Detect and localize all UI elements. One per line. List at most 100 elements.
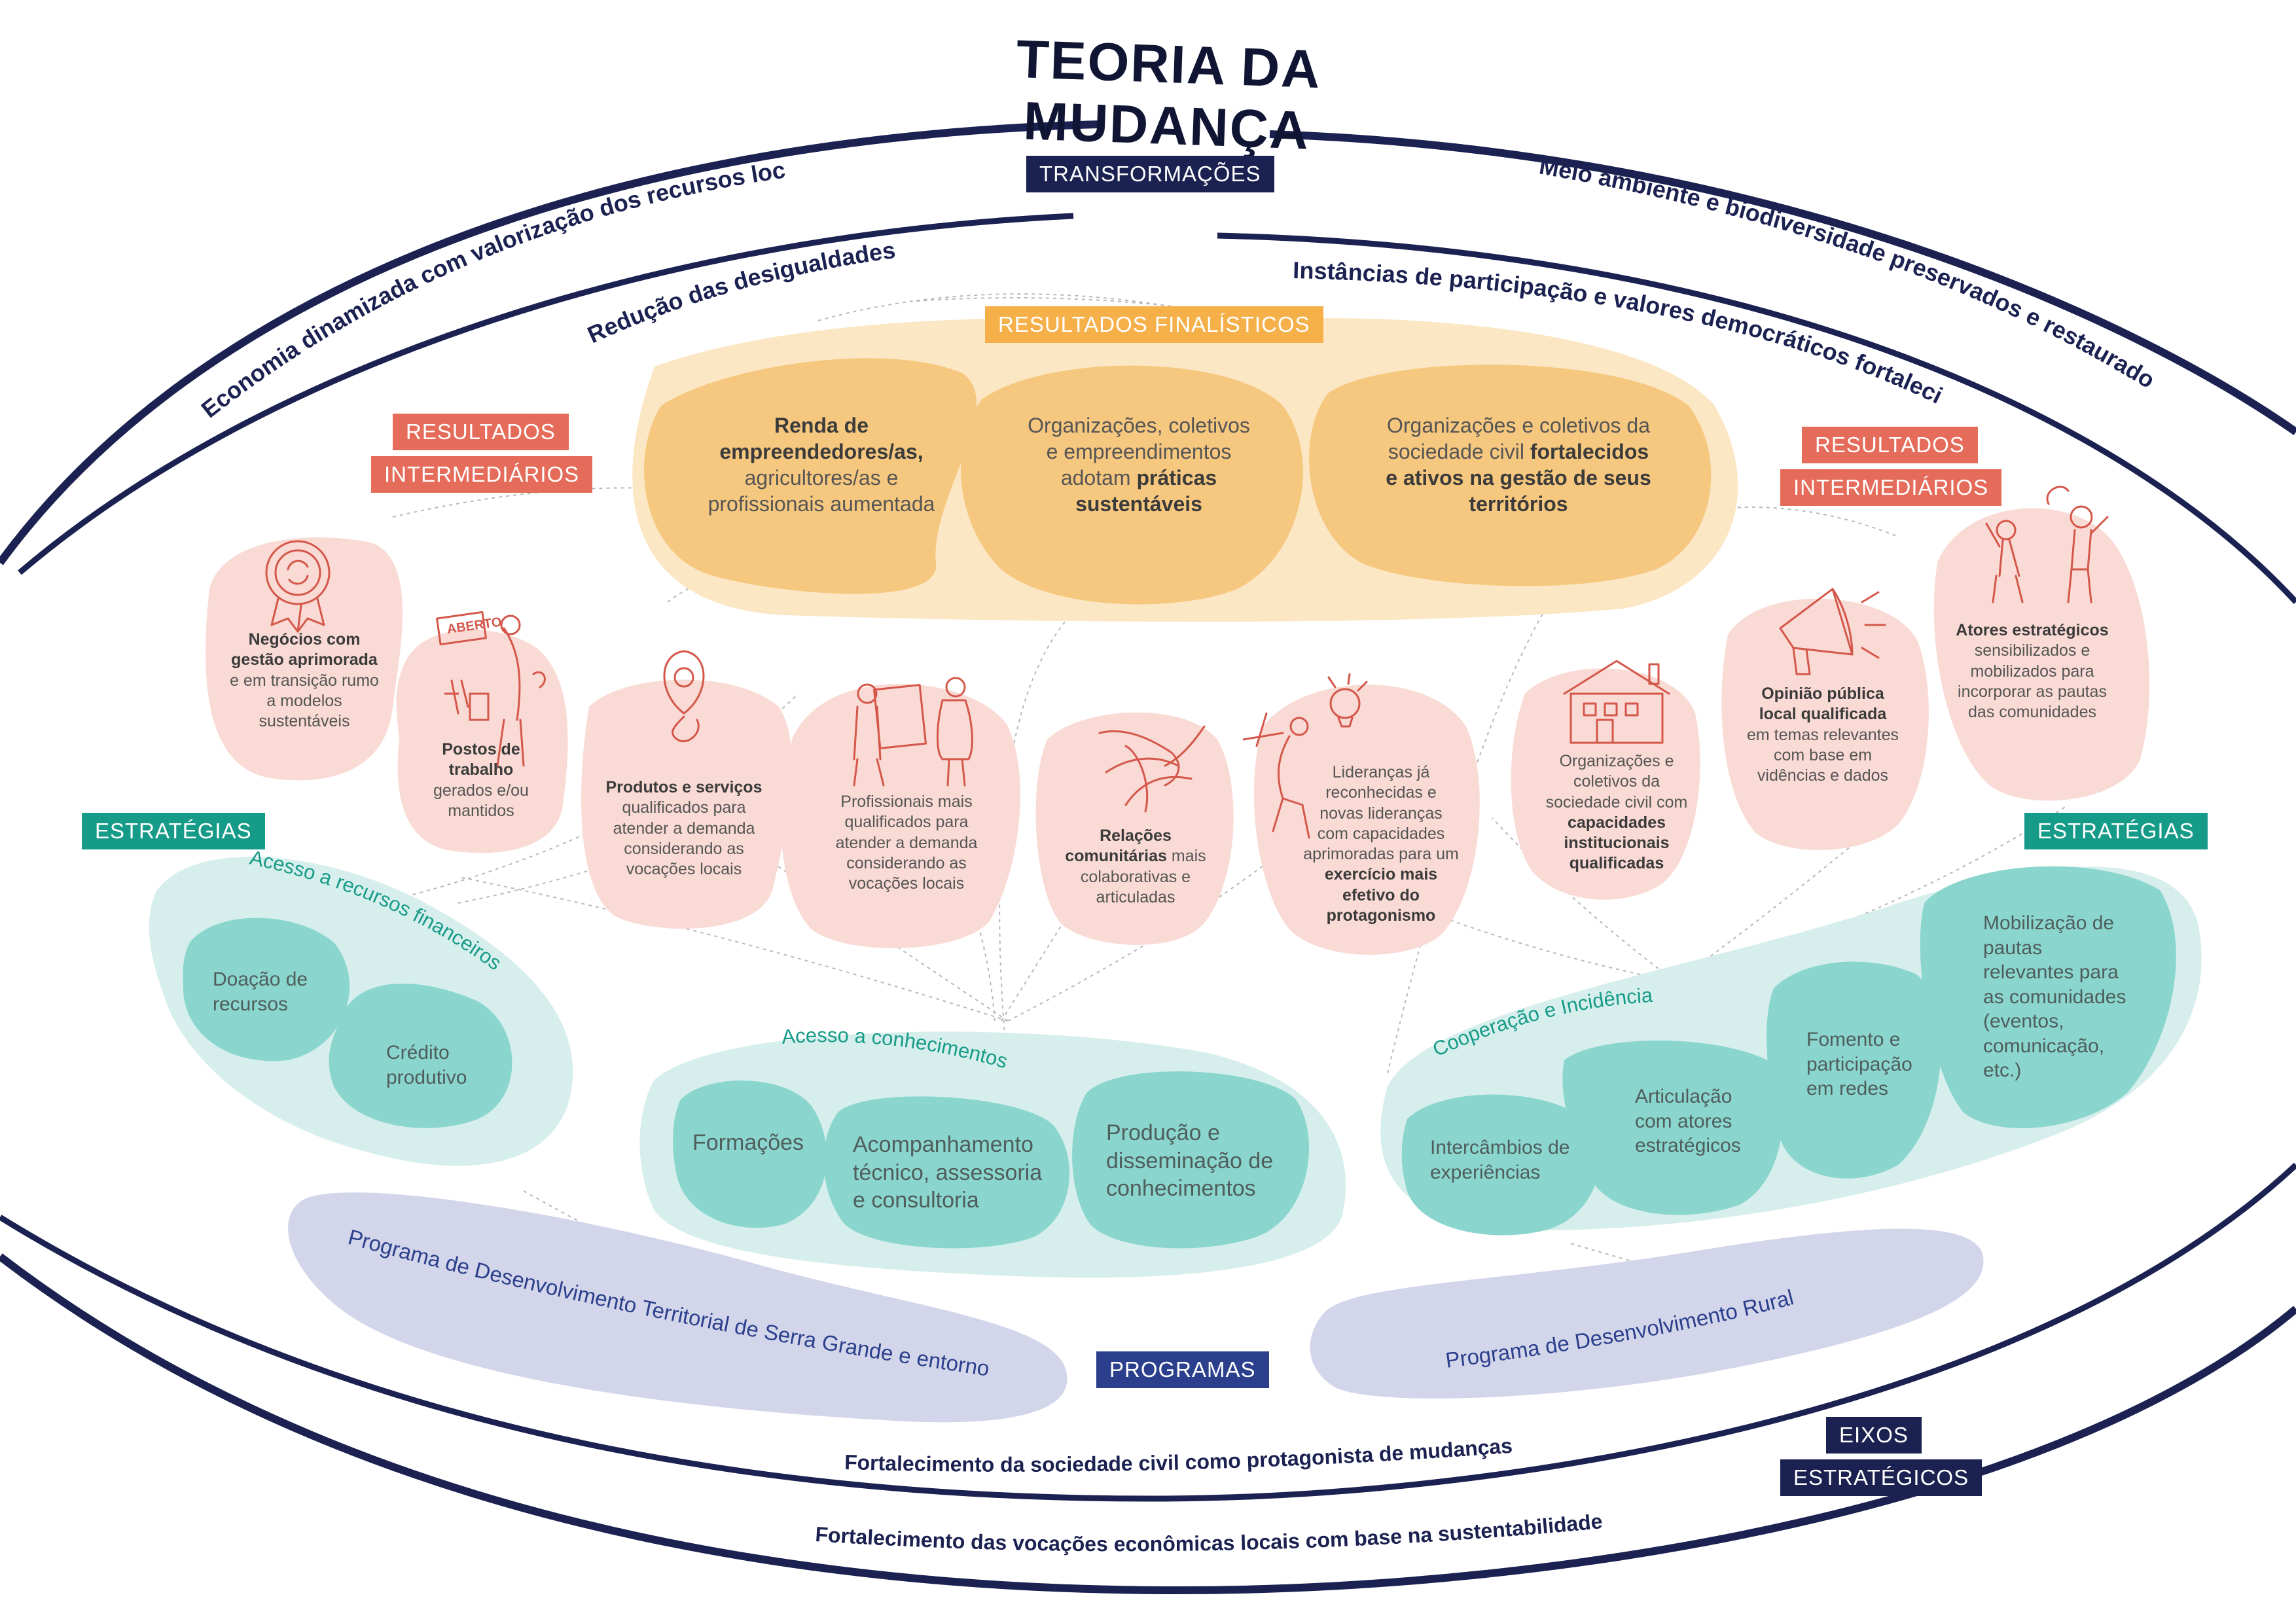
intermediate-negocios-bold: Negócios com gestão aprimorada [231, 630, 378, 669]
blob-organizacoes [1309, 365, 1712, 586]
intermediate-profissionais-rest: Profissionais mais qualificados para ate… [835, 793, 978, 893]
transformation-economia: Economia dinamizada com valorização dos … [0, 0, 787, 423]
intermediate-org-civil: Organizações e coletivos da sociedade ci… [1538, 751, 1695, 874]
intermediate-atores-bold: Atores estratégicos [1956, 621, 2109, 639]
blob-renda [644, 358, 977, 594]
recycle-badge-icon [265, 540, 331, 633]
program-blob-serra [288, 1192, 1067, 1423]
intermediate-postos: Postos de trabalho gerados e/ou mantidos [412, 740, 550, 821]
intermediate-relacoes: Relações comunitárias mais colaborativas… [1057, 826, 1214, 908]
strategy-item-fomento: Fomento e participação em redes [1806, 1029, 1912, 1099]
intermediate-atores-rest: sensibilizados e mobilizados para incorp… [1958, 641, 2107, 721]
outer-arc-top-right [1269, 130, 2296, 435]
intermediate-produtos-bold: Produtos e serviços [605, 778, 762, 796]
axis-vocacoes: Fortalecimento das vocações econômicas l… [815, 1509, 1604, 1556]
blob-fomento [1767, 961, 1941, 1179]
page-title: TEORIA DA MUDANÇA [1015, 29, 1323, 161]
outer-arc-bottom-1 [0, 1162, 2296, 1502]
intermediate-org-civil-pre: Organizações e coletivos da sociedade ci… [1545, 752, 1688, 812]
program-blob-rural [1310, 1228, 1984, 1399]
tag-estrategias-left: ESTRATÉGIAS [82, 813, 265, 849]
house-icon [1563, 660, 1670, 744]
final-result-praticas: Organizações, coletivos e empreendimento… [1021, 412, 1257, 517]
professionals-icon [853, 677, 973, 787]
frame-arcs [0, 120, 2296, 1595]
blob-atores [1933, 508, 2150, 801]
final-result-organizacoes-pre: Organizações e coletivos da sociedade ci… [1387, 414, 1650, 463]
final-result-organizacoes-bold: fortalecidos e ativos na gestão de seus … [1386, 440, 1651, 516]
blob-negocios [206, 537, 403, 781]
blob-opiniao [1721, 598, 1929, 850]
tag-intermediarios-left: INTERMEDIÁRIOS [371, 456, 593, 493]
blob-intercambios [1401, 1094, 1600, 1236]
blob-producao [1072, 1071, 1309, 1249]
blob-relacoes [1035, 712, 1234, 945]
intermediate-negocios-rest: e em transição rumo a modelos sustentáve… [230, 671, 379, 731]
megaphone-icon [1779, 588, 1886, 675]
final-result-organizacoes: Organizações e coletivos da sociedade ci… [1381, 412, 1656, 517]
blob-profissionais [781, 684, 1020, 948]
leader-lightbulb-icon [1242, 673, 1368, 839]
intermediate-liderancas-bold: exercício mais efetivo do protagonismo [1324, 865, 1438, 925]
outer-arc-top-left [0, 120, 1100, 565]
intermediate-profissionais: Profissionais mais qualificados para ate… [818, 792, 995, 894]
blob-org-civil [1511, 668, 1700, 900]
tag-resultados-left: RESULTADOS [393, 414, 569, 450]
inner-arc-top-left [18, 213, 1074, 575]
strategy-item-credito: Crédito produtivo [386, 1042, 467, 1088]
blob-formacoes [673, 1080, 827, 1228]
location-pin-icon [663, 650, 705, 743]
blob-liderancas [1253, 685, 1480, 955]
intermediate-liderancas: Lideranças já reconhecidas e novas lider… [1302, 762, 1460, 926]
intermediate-opiniao-rest: em temas relevantes com base em vidência… [1746, 725, 1899, 785]
intermediate-produtos-rest: qualificados para atender a demanda cons… [613, 798, 755, 878]
intermediate-relacoes-bold: Relações comunitárias [1065, 827, 1172, 866]
shop-owner-icon [436, 611, 546, 767]
strategy-item-producao: Produção e disseminação de conhecimentos [1106, 1120, 1274, 1201]
intermediate-opiniao-bold: Opinião pública local qualificada [1759, 685, 1887, 724]
intermediate-postos-rest: gerados e/ou mantidos [433, 781, 529, 820]
tag-eixos: EIXOS [1826, 1417, 1922, 1454]
axis-sociedade-civil: Fortalecimento da sociedade civil como p… [844, 1434, 1513, 1476]
tag-resultados-finalisticos: RESULTADOS FINALÍSTICOS [985, 306, 1323, 343]
blob-praticas [960, 365, 1303, 605]
blob-doacao [183, 918, 350, 1061]
svg-text:Fortalecimento da sociedade ci: Fortalecimento da sociedade civil como p… [844, 1434, 1513, 1476]
intermediate-negocios: Negócios com gestão aprimorada e em tran… [226, 630, 383, 732]
strategy-item-doacao: Doação de recursos [213, 969, 308, 1015]
blob-mobilizacao [1920, 866, 2176, 1128]
tag-intermediarios-right: INTERMEDIÁRIOS [1780, 469, 2002, 506]
tag-programas: PROGRAMAS [1096, 1351, 1269, 1388]
svg-text:Fortalecimento das vocações ec: Fortalecimento das vocações econômicas l… [815, 1509, 1604, 1556]
final-result-renda-bold: Renda de empreendedores/as, [719, 414, 924, 463]
inner-arc-top-right [1217, 232, 2296, 605]
final-result-renda-rest: agricultores/as e profissionais aumentad… [708, 466, 935, 516]
strategy-item-articulacao: Articulação com atores estratégicos [1635, 1086, 1741, 1156]
tag-estrategicos: ESTRATÉGICOS [1780, 1459, 1982, 1496]
hands-together-icon [1098, 725, 1206, 813]
blob-acompanhamento [823, 1096, 1069, 1249]
tag-estrategias-right: ESTRATÉGIAS [2024, 813, 2208, 849]
tag-transformacoes: TRANSFORMAÇÕES [1026, 156, 1274, 192]
strategy-item-acompanhamento: Acompanhamento técnico, assessoria e con… [853, 1132, 1043, 1213]
final-result-renda: Renda de empreendedores/as, agricultores… [694, 412, 949, 517]
intermediate-postos-bold: Postos de trabalho [442, 740, 520, 779]
final-result-praticas-pre: Organizações, coletivos e empreendimento… [1028, 414, 1250, 490]
intermediate-produtos: Produtos e serviços qualificados para at… [602, 777, 766, 880]
intermediate-relacoes-rest: mais colaborativas e articuladas [1080, 847, 1206, 906]
blob-articulacao [1562, 1041, 1783, 1215]
final-result-praticas-bold: práticas sustentáveis [1075, 466, 1217, 516]
blob-credito [329, 983, 512, 1128]
strategy-item-intercambios: Intercâmbios de experiências [1430, 1137, 1570, 1183]
outer-arc-bottom-2 [0, 1253, 2296, 1595]
intermediate-atores: Atores estratégicos sensibilizados e mob… [1950, 620, 2114, 722]
intermediate-blobs [206, 508, 2150, 955]
intermediate-org-civil-bold: capacidades institucionais qualificadas [1564, 813, 1670, 873]
blob-postos [396, 630, 568, 853]
strategy-item-mobilizacao: Mobilização de pautas relevantes para as… [1983, 912, 2126, 1081]
people-waving-icon [1985, 486, 2109, 603]
blob-produtos [581, 679, 792, 929]
tag-resultados-right: RESULTADOS [1802, 427, 1978, 463]
svg-text:Economia dinamizada com valori: Economia dinamizada com valorização dos … [0, 0, 787, 423]
